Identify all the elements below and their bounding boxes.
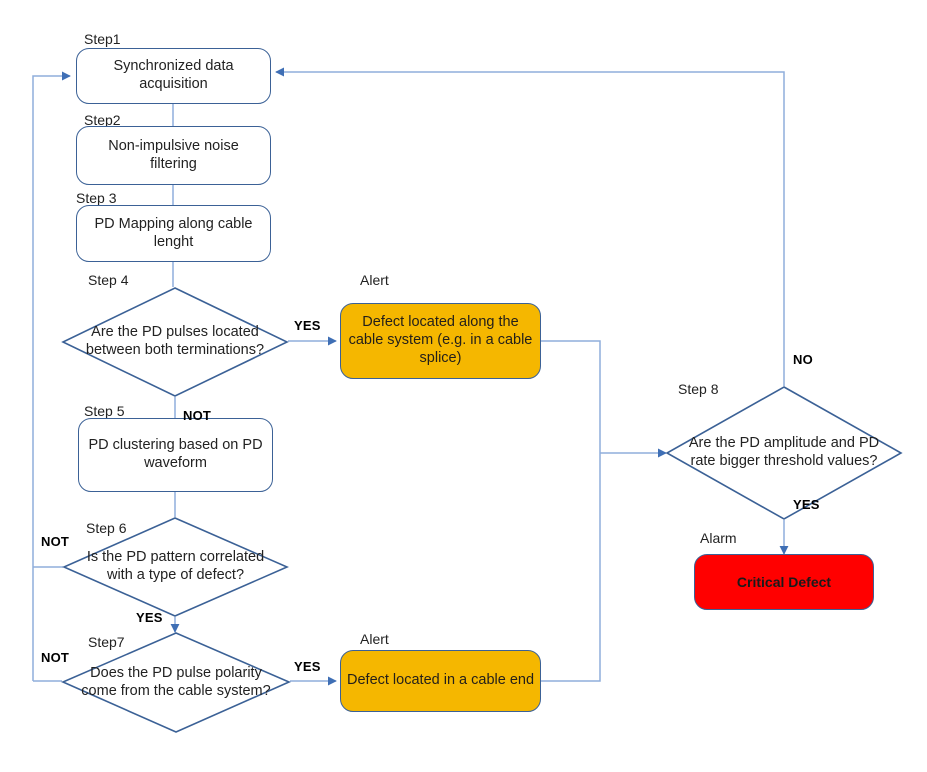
edge-label-step7-not: NOT xyxy=(41,650,70,665)
caption-step1: Step1 xyxy=(84,31,121,47)
caption-step8: Step 8 xyxy=(678,381,719,397)
caption-alarm: Alarm xyxy=(700,530,737,546)
node-step1[interactable]: Synchronized data acquisition xyxy=(76,48,271,104)
node-step8-label: Are the PD amplitude and PD rate bigger … xyxy=(688,435,880,469)
node-alarm[interactable]: Critical Defect xyxy=(694,554,874,610)
edge-alert1-to-bus xyxy=(541,340,601,453)
node-step5[interactable]: PD clustering based on PD waveform xyxy=(78,418,273,492)
node-step4[interactable]: Are the PD pulses located between both t… xyxy=(61,287,289,397)
edge-label-step8-yes: YES xyxy=(793,497,820,512)
edge-alert2-to-bus xyxy=(541,453,601,682)
edge-label-step8-no: NO xyxy=(793,352,813,367)
node-alert1[interactable]: Defect located along the cable system (e… xyxy=(340,303,541,379)
caption-alert1: Alert xyxy=(360,272,389,288)
caption-step7: Step7 xyxy=(88,634,125,650)
node-step3[interactable]: PD Mapping along cable lenght xyxy=(76,205,271,262)
node-step6-label: Is the PD pattern correlated with a type… xyxy=(86,549,265,583)
node-step7-label: Does the PD pulse polarity come from the… xyxy=(81,664,271,699)
caption-step4: Step 4 xyxy=(88,272,129,288)
edge-label-step4-yes: YES xyxy=(294,318,321,333)
node-step8[interactable]: Are the PD amplitude and PD rate bigger … xyxy=(665,386,903,520)
caption-step5: Step 5 xyxy=(84,403,125,419)
node-alert2[interactable]: Defect located in a cable end xyxy=(340,650,541,712)
node-step2[interactable]: Non-impulsive noise filtering xyxy=(76,126,271,185)
edge-label-step4-not: NOT xyxy=(183,408,212,423)
caption-step3: Step 3 xyxy=(76,190,117,206)
node-step4-label: Are the PD pulses located between both t… xyxy=(85,324,265,358)
caption-step2: Step2 xyxy=(84,112,121,128)
edge-label-step6-not: NOT xyxy=(41,534,70,549)
node-step6[interactable]: Is the PD pattern correlated with a type… xyxy=(62,517,289,617)
edge-label-step7-yes: YES xyxy=(294,659,321,674)
node-step7[interactable]: Does the PD pulse polarity come from the… xyxy=(61,632,291,733)
edge-label-step6-yes: YES xyxy=(136,610,163,625)
caption-step6: Step 6 xyxy=(86,520,127,536)
caption-alert2: Alert xyxy=(360,631,389,647)
